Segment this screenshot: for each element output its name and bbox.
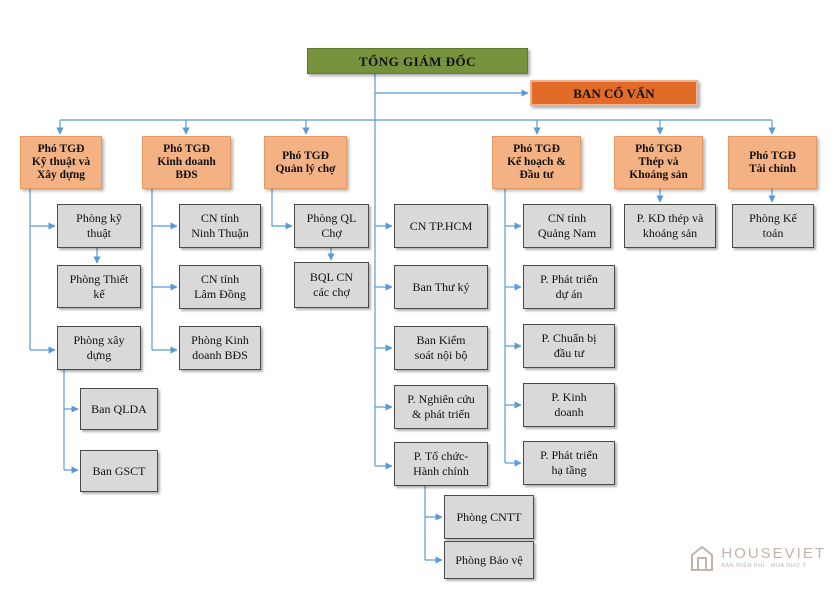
internal-control-board[interactable]: Ban Kiểm soát nội bộ [394, 326, 488, 370]
houseviet-logo-icon [691, 545, 714, 571]
dept-project-development[interactable]: P. Phát triển dự án [523, 265, 615, 309]
houseviet-watermark: HOUSEVIET BÁN MIỄN PHÍ · MUA NHƯ Ý [689, 543, 826, 573]
dept-accounting[interactable]: Phòng Kế toán [732, 204, 814, 248]
dept-sales[interactable]: P. Kinh doanh [523, 383, 615, 427]
dept-organization-administration[interactable]: P. Tổ chức- Hành chính [394, 442, 488, 486]
dept-security[interactable]: Phòng Bảo vệ [444, 541, 534, 579]
dept-research-development[interactable]: P. Nghiên cứu & phát triển [394, 385, 488, 429]
dept-technical[interactable]: Phòng kỹ thuật [57, 204, 141, 248]
dept-design[interactable]: Phòng Thiết kế [57, 265, 141, 308]
branch-lam-dong[interactable]: CN tỉnh Lâm Đồng [179, 265, 261, 309]
market-dept-connector [271, 189, 293, 230]
secretary-board[interactable]: Ban Thư ký [394, 265, 488, 309]
vp-planning-investment-box[interactable]: Phó TGĐ Kế hoạch & Đầu tư [492, 136, 581, 189]
dept-market-management[interactable]: Phòng QL Chợ [294, 204, 369, 248]
dept-project-management-board[interactable]: Ban QLDA [80, 388, 158, 430]
vp-market-management-box[interactable]: Phó TGĐ Quản lý chợ [264, 136, 347, 189]
dept-construction-supervision-board[interactable]: Ban GSCT [80, 450, 158, 492]
dept-construction[interactable]: Phòng xây dựng [57, 326, 141, 370]
general-director-box[interactable]: TỔNG GIÁM ĐỐC [307, 48, 528, 74]
dept-it[interactable]: Phòng CNTT [444, 495, 534, 539]
vp-real-estate-box[interactable]: Phó TGĐ Kinh doanh BĐS [142, 136, 231, 189]
market-branch-management-board[interactable]: BQL CN các chợ [294, 262, 369, 308]
watermark-slogan: BÁN MIỄN PHÍ · MUA NHƯ Ý [721, 563, 807, 569]
advisory-board-box[interactable]: BAN CỐ VẤN [530, 80, 698, 106]
vp-finance-box[interactable]: Phó TGĐ Tài chính [728, 136, 817, 189]
dept-investment-preparation[interactable]: P. Chuẩn bị đầu tư [523, 324, 615, 368]
branch-ninh-thuan[interactable]: CN tỉnh Ninh Thuận [179, 204, 261, 248]
dept-steel-minerals-trading[interactable]: P. KD thép và khoáng sản [624, 204, 716, 248]
dept-real-estate-sales[interactable]: Phòng Kinh doanh BĐS [179, 326, 261, 370]
dept-infrastructure-development[interactable]: P. Phát triển hạ tầng [523, 441, 615, 485]
vp-technical-construction-box[interactable]: Phó TGĐ Kỹ thuật và Xây dựng [20, 136, 102, 189]
watermark-brand: HOUSEVIET [721, 545, 826, 562]
branch-hcmc[interactable]: CN TP.HCM [394, 204, 488, 248]
vp-steel-minerals-box[interactable]: Phó TGĐ Thép và Khoáng sản [614, 136, 703, 189]
branch-quang-nam[interactable]: CN tỉnh Quảng Nam [523, 204, 611, 248]
